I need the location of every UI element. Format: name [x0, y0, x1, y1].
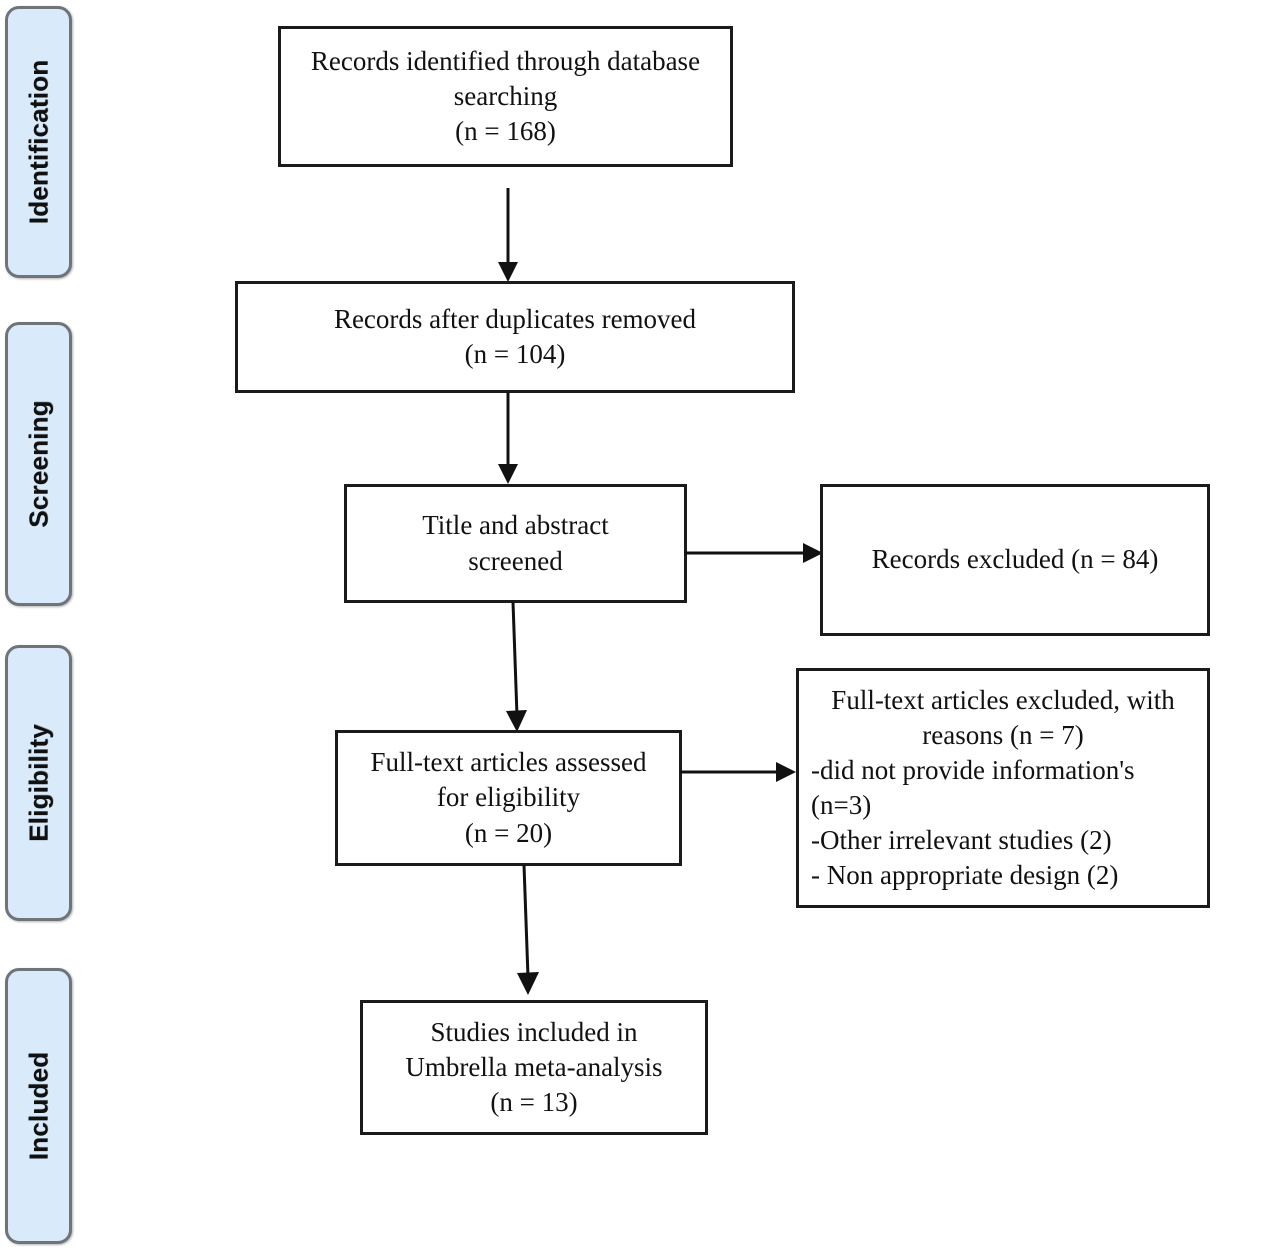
box-duplicates-removed-text: Records after duplicates removed (n = 10… — [333, 303, 697, 369]
box-records-identified-text: Records identified through database sear… — [310, 45, 701, 147]
connector-duplicates-to-screened — [498, 392, 518, 484]
box-fulltext-assessed-text: Full-text articles assessed for eligibil… — [370, 747, 647, 848]
stage-label-screening: Screening — [23, 400, 53, 528]
box-fulltext-excluded: Full-text articles excluded, with reason… — [796, 668, 1210, 908]
stage-bar-screening: Screening — [5, 322, 72, 606]
stage-label-included: Included — [23, 1051, 53, 1161]
stage-bar-eligibility: Eligibility — [5, 645, 72, 921]
box-title-abstract-screened-text: Title and abstract screened — [422, 510, 609, 576]
box-fulltext-assessed: Full-text articles assessed for eligibil… — [335, 730, 682, 866]
stage-bar-included: Included — [5, 968, 72, 1244]
connector-screened-to-fulltext-assessed — [506, 601, 527, 732]
box-title-abstract-screened: Title and abstract screened — [344, 484, 687, 603]
box-records-excluded: Records excluded (n = 84) — [820, 484, 1210, 636]
box-studies-included-text: Studies included in Umbrella meta-analys… — [405, 1016, 663, 1118]
connector-fulltext-to-included — [517, 864, 539, 995]
box-studies-included: Studies included in Umbrella meta-analys… — [360, 1000, 708, 1135]
box-fulltext-excluded-heading: Full-text articles excluded, with reason… — [831, 684, 1175, 750]
stage-bar-identification: Identification — [5, 6, 72, 278]
stage-label-identification: Identification — [23, 59, 53, 225]
connector-fulltext-to-fulltext-excluded — [680, 762, 796, 782]
box-fulltext-excluded-reasons: -did not provide information's (n=3) -Ot… — [811, 754, 1135, 891]
stage-label-eligibility: Eligibility — [23, 724, 53, 842]
box-duplicates-removed: Records after duplicates removed (n = 10… — [235, 281, 795, 393]
box-records-excluded-text: Records excluded (n = 84) — [871, 544, 1159, 575]
box-records-identified: Records identified through database sear… — [278, 26, 733, 167]
connector-screened-to-records-excluded — [684, 543, 823, 563]
connector-identified-to-duplicates — [498, 188, 518, 282]
